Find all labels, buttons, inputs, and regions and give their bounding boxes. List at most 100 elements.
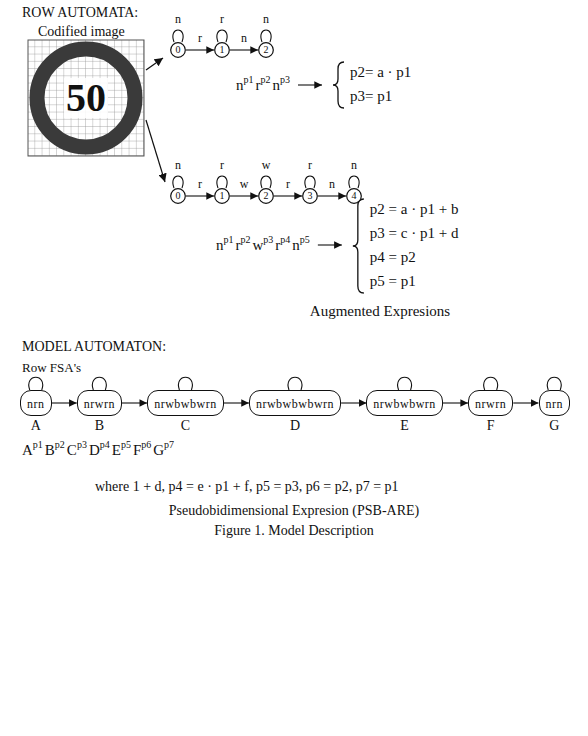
transition-arrow <box>513 402 538 403</box>
transition-arrow <box>274 195 302 196</box>
self-loop <box>29 377 43 390</box>
state-circle: 4 <box>346 188 362 204</box>
loop-label: r <box>220 159 224 173</box>
loop-label: n <box>175 13 181 27</box>
transition-arrow <box>186 195 214 196</box>
state-ring <box>259 43 274 58</box>
state-ring <box>171 189 186 204</box>
expression-term: n <box>216 237 224 253</box>
brace <box>353 199 364 293</box>
state-ring <box>259 189 274 204</box>
self-loop <box>484 377 498 390</box>
loop-label: w <box>262 159 271 173</box>
figure-caption: Figure 1. Model Description <box>214 523 373 539</box>
row-fsa-state: nrwrnB <box>77 390 122 416</box>
expression-term: n <box>292 237 300 253</box>
maps-to-arrow <box>298 84 322 85</box>
state-ring <box>171 43 186 58</box>
equation: p2 = a · p1 + b <box>370 201 459 218</box>
transition-label: w <box>239 178 250 191</box>
self-loop <box>547 377 561 390</box>
expression-term: r <box>256 77 261 93</box>
expression-term: p4 <box>280 234 290 245</box>
state-letter: A <box>31 418 41 433</box>
state-label: nrwbwbwrn <box>154 397 217 411</box>
transition-label: n <box>240 32 248 45</box>
self-loop <box>398 377 412 390</box>
loop-label: n <box>263 13 269 27</box>
row-fsa-state: nrwbwbwrnE <box>366 390 443 416</box>
self-loop <box>288 377 302 390</box>
expression: np1rp2np3 <box>236 76 292 94</box>
loop-label: r <box>220 13 224 27</box>
figure-text: Augmented Expresions <box>310 303 450 320</box>
state-circle: 1 <box>214 42 230 58</box>
state-label: 2 <box>264 45 269 55</box>
transition-arrow <box>318 195 346 196</box>
transition-arrow <box>230 195 258 196</box>
row-fsa-state: nrwbwbwrnC <box>147 390 224 416</box>
self-loop <box>217 30 227 42</box>
row-fsa-state: nrwbwbwbwrnD <box>249 390 341 416</box>
expression-term: C <box>67 442 77 458</box>
state-label: 1 <box>220 45 225 55</box>
figure-text: ROW AUTOMATA: <box>22 5 138 21</box>
expression-term: p2 <box>241 234 251 245</box>
figure-text: Row FSA's <box>22 361 81 376</box>
state-letter: B <box>95 418 104 433</box>
equation: p2= a · p1 <box>350 64 411 81</box>
figure-text: Codified image <box>38 24 125 40</box>
expression-term: p5 <box>121 439 131 450</box>
state-letter: G <box>549 418 559 433</box>
figure-text: 50 <box>64 78 108 118</box>
expression-term: p3 <box>263 234 273 245</box>
expression-term: p1 <box>33 439 43 450</box>
self-loop <box>261 30 271 42</box>
state-circle: 2 <box>258 188 274 204</box>
state-circle: 0 <box>170 188 186 204</box>
self-loop <box>217 176 227 188</box>
expression-term: E <box>112 442 121 458</box>
expression-term: A <box>22 442 33 458</box>
expression-term: p2 <box>55 439 65 450</box>
expression-term: p3 <box>280 74 290 85</box>
state-label: nrwrn <box>475 397 506 411</box>
figure-text: where 1 + d, p4 = e · p1 + f, p5 = p3, p… <box>95 479 399 495</box>
state-letter: D <box>290 418 300 433</box>
state-label: nrwrn <box>84 397 115 411</box>
codified-image <box>28 40 144 156</box>
row-arrow <box>146 120 165 182</box>
brace <box>333 62 344 108</box>
state-circle: 2 <box>258 42 274 58</box>
state-ring <box>215 43 230 58</box>
expression-term: p1 <box>224 234 234 245</box>
expression-term: B <box>45 442 55 458</box>
expression-term: r <box>275 237 280 253</box>
transition-arrow <box>443 402 468 403</box>
self-loop <box>349 176 359 188</box>
maps-to-arrow <box>318 244 342 245</box>
loop-label: n <box>351 159 357 173</box>
transition-label: r <box>285 178 291 191</box>
transition-label: n <box>328 178 336 191</box>
state-circle: 1 <box>214 188 230 204</box>
expression-term: p2 <box>261 74 271 85</box>
coin-ring <box>37 49 135 147</box>
state-label: 4 <box>352 191 357 201</box>
row-arrow <box>146 58 163 70</box>
expression-term: p3 <box>77 439 87 450</box>
expression-term: r <box>236 237 241 253</box>
transition-label: r <box>197 32 203 45</box>
state-label: nrwbwbwrn <box>373 397 436 411</box>
row-fsa-state: nrnG <box>539 390 571 416</box>
expression-term: p6 <box>141 439 151 450</box>
state-label: 0 <box>176 45 181 55</box>
transition-arrow <box>52 402 77 403</box>
expression-term: G <box>153 442 164 458</box>
state-label: 3 <box>308 191 313 201</box>
state-label: 0 <box>176 191 181 201</box>
figure-text: MODEL AUTOMATON: <box>22 339 166 355</box>
expression-term: D <box>89 442 100 458</box>
expression-term: p5 <box>300 234 310 245</box>
state-letter: E <box>400 418 409 433</box>
